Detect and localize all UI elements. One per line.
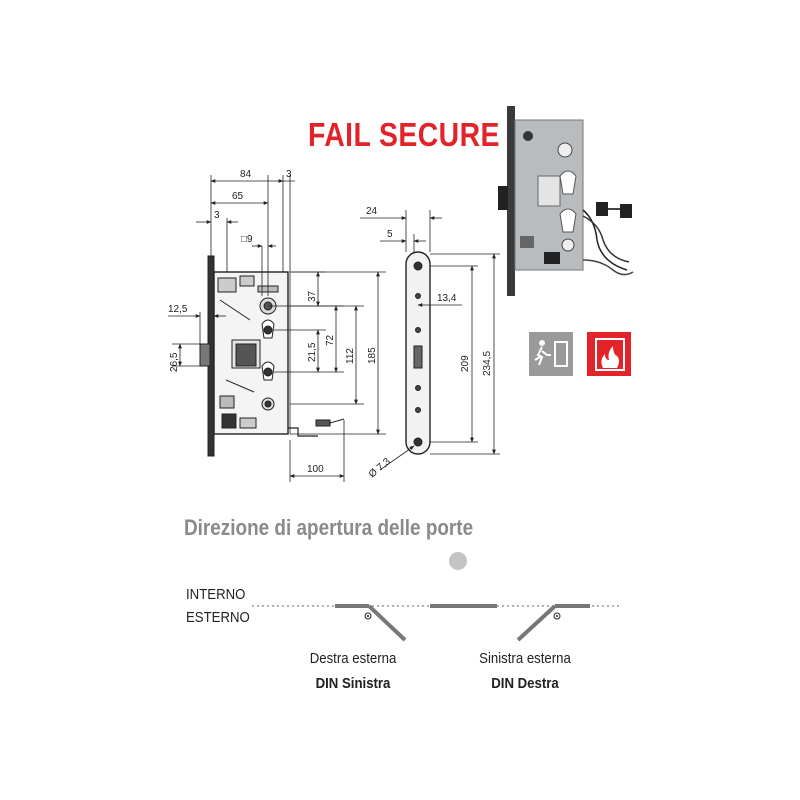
opening-right-din: DIN Destra	[491, 675, 559, 692]
emergency-exit-icon	[529, 332, 573, 376]
dim-72: 72	[325, 334, 336, 346]
lock-front-view	[199, 255, 345, 457]
door-leaf-left-open	[367, 604, 407, 642]
dim-3-left: 3	[214, 210, 220, 221]
dim-84: 84	[240, 169, 252, 180]
dim-65: 65	[232, 191, 244, 202]
fire-door-icon	[587, 332, 631, 376]
front-dimension-labels: 84 3 65 3 □9 12,5 26,5 37 21,5 72 112 18…	[168, 169, 378, 475]
dim-13-4: 13,4	[437, 293, 457, 304]
lock-product-photo	[498, 106, 634, 296]
faceplate-side-view	[405, 251, 431, 455]
dim-12-5: 12,5	[168, 304, 188, 315]
front-dimensions	[168, 175, 386, 482]
side-dimensions	[360, 210, 500, 471]
status-dot	[449, 552, 467, 570]
section-title: Direzione di apertura delle porte	[184, 515, 474, 540]
opening-right-caption: Sinistra esterna	[479, 650, 571, 667]
dim-24: 24	[366, 206, 378, 217]
dim-5: 5	[387, 229, 393, 240]
outside-label: ESTERNO	[186, 609, 250, 626]
opening-left-caption: Destra esterna	[309, 650, 397, 667]
dim-37: 37	[307, 290, 318, 302]
dim-112: 112	[345, 348, 356, 364]
dim-234-5: 234,5	[482, 351, 493, 376]
dim-3-top: 3	[286, 169, 292, 180]
door-direction-diagram	[252, 552, 620, 642]
dim-209: 209	[460, 355, 471, 372]
door-leaf-right-open	[516, 604, 557, 642]
dim-100: 100	[307, 464, 324, 475]
dim-square-9: □9	[241, 234, 253, 245]
fail-secure-title: FAIL SECURE	[308, 116, 500, 153]
dim-21-5: 21,5	[307, 342, 318, 362]
dim-26-5: 26,5	[169, 352, 180, 372]
inside-label: INTERNO	[186, 586, 246, 603]
dim-phi-7-3: Ø 7,3	[367, 456, 393, 480]
opening-left-din: DIN Sinistra	[315, 675, 391, 692]
dim-185: 185	[367, 347, 378, 364]
